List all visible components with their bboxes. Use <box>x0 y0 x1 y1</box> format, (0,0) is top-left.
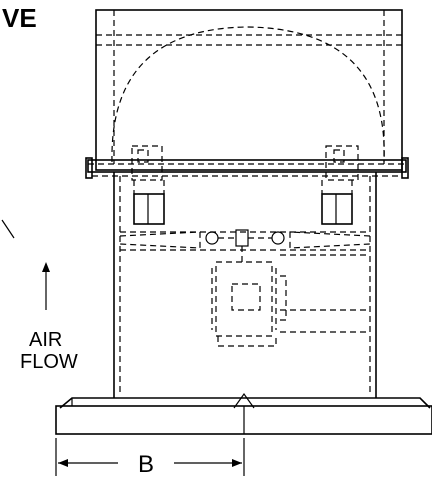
flange-band <box>85 157 409 179</box>
airflow-arrow <box>42 262 50 310</box>
fan-dome-arc <box>111 26 385 163</box>
motor <box>211 261 287 347</box>
bracket-left <box>131 145 165 225</box>
shaft-assembly <box>119 229 371 262</box>
airflow-label-line1: AIR <box>29 329 62 351</box>
airflow-label-line2: FLOW <box>20 351 78 373</box>
dimension-b <box>55 438 245 476</box>
view-label: VE <box>2 3 37 33</box>
hood-top <box>95 9 403 171</box>
base-curb <box>55 392 432 435</box>
leader-line <box>1 219 15 239</box>
bracket-right <box>321 145 359 225</box>
dimension-b-label: B <box>138 451 154 478</box>
housing-body <box>113 172 377 398</box>
